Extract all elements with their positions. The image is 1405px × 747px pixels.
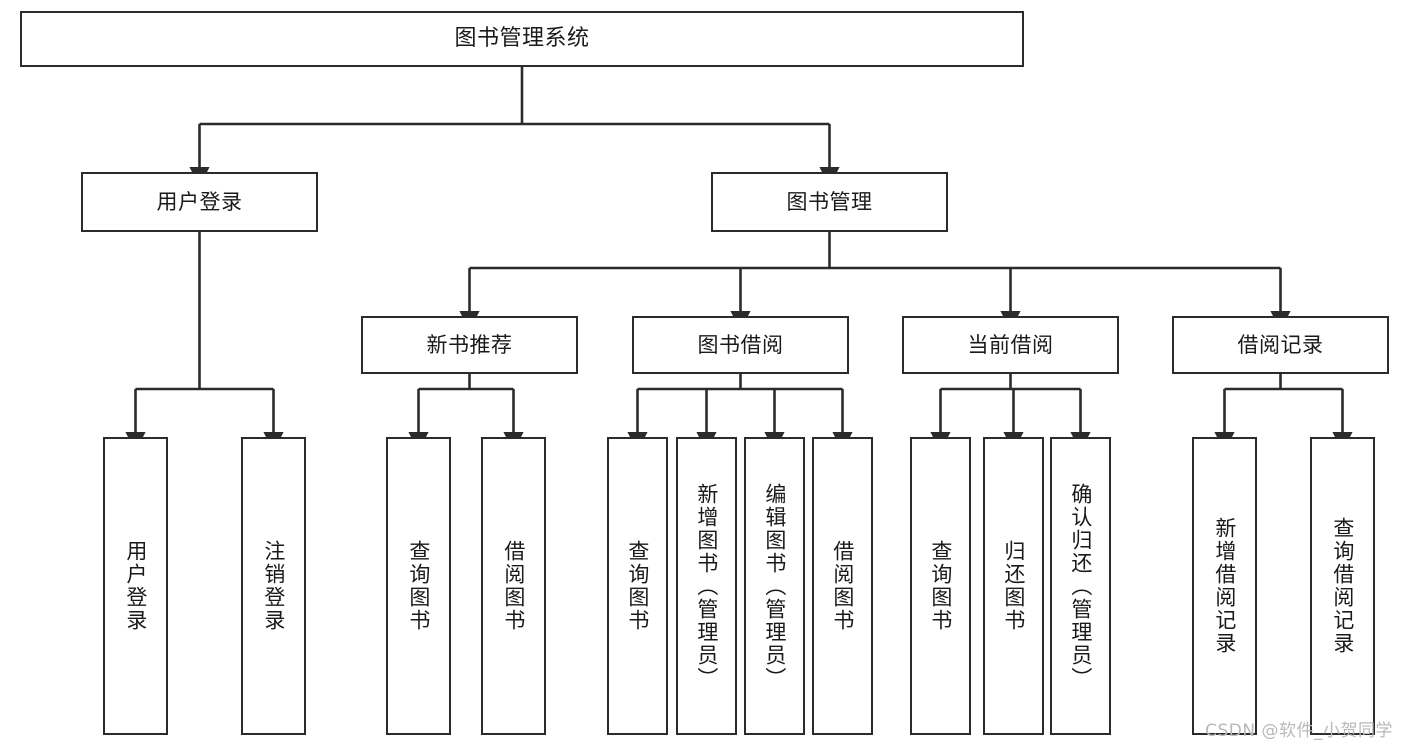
node-leaf-2[interactable]: 注销登录 xyxy=(241,437,306,735)
node-label: 查询图书 xyxy=(406,540,431,632)
node-leaf-10[interactable]: 归还图书 xyxy=(983,437,1044,735)
node-leaf-6[interactable]: 新增图书（管理员） xyxy=(676,437,737,735)
node-label: 查询图书 xyxy=(625,540,650,632)
node-label: 借阅图书 xyxy=(501,540,526,632)
node-label: 新增图书（管理员） xyxy=(694,482,719,690)
node-label: 编辑图书（管理员） xyxy=(762,482,787,690)
node-leaf-11[interactable]: 确认归还（管理员） xyxy=(1050,437,1111,735)
node-leaf-9[interactable]: 查询图书 xyxy=(910,437,971,735)
node-label: 用户登录 xyxy=(156,189,243,214)
node-label: 借阅图书 xyxy=(830,540,855,632)
node-label: 确认归还（管理员） xyxy=(1068,482,1093,690)
node-borrow[interactable]: 图书借阅 xyxy=(632,316,849,374)
node-leaf-4[interactable]: 借阅图书 xyxy=(481,437,546,735)
node-label: 图书借阅 xyxy=(697,332,784,357)
node-records[interactable]: 借阅记录 xyxy=(1172,316,1389,374)
node-leaf-1[interactable]: 用户登录 xyxy=(103,437,168,735)
node-label: 当前借阅 xyxy=(967,332,1054,357)
node-newbook[interactable]: 新书推荐 xyxy=(361,316,578,374)
node-label: 归还图书 xyxy=(1001,540,1026,632)
node-leaf-8[interactable]: 借阅图书 xyxy=(812,437,873,735)
node-label: 借阅记录 xyxy=(1237,332,1324,357)
node-current[interactable]: 当前借阅 xyxy=(902,316,1119,374)
node-login[interactable]: 用户登录 xyxy=(81,172,318,232)
watermark-text: CSDN @软件_小贺同学 xyxy=(1205,721,1393,741)
node-label: 新增借阅记录 xyxy=(1212,517,1237,655)
node-label: 图书管理系统 xyxy=(454,26,590,52)
node-bookmgmt[interactable]: 图书管理 xyxy=(711,172,948,232)
node-label: 用户登录 xyxy=(123,540,148,632)
node-leaf-3[interactable]: 查询图书 xyxy=(386,437,451,735)
node-label: 新书推荐 xyxy=(426,332,513,357)
node-leaf-12[interactable]: 新增借阅记录 xyxy=(1192,437,1257,735)
node-leaf-7[interactable]: 编辑图书（管理员） xyxy=(744,437,805,735)
node-label: 图书管理 xyxy=(786,189,873,214)
node-label: 查询借阅记录 xyxy=(1330,517,1355,655)
node-label: 查询图书 xyxy=(928,540,953,632)
node-label: 注销登录 xyxy=(261,540,286,632)
node-root[interactable]: 图书管理系统 xyxy=(20,11,1024,67)
node-leaf-13[interactable]: 查询借阅记录 xyxy=(1310,437,1375,735)
node-leaf-5[interactable]: 查询图书 xyxy=(607,437,668,735)
